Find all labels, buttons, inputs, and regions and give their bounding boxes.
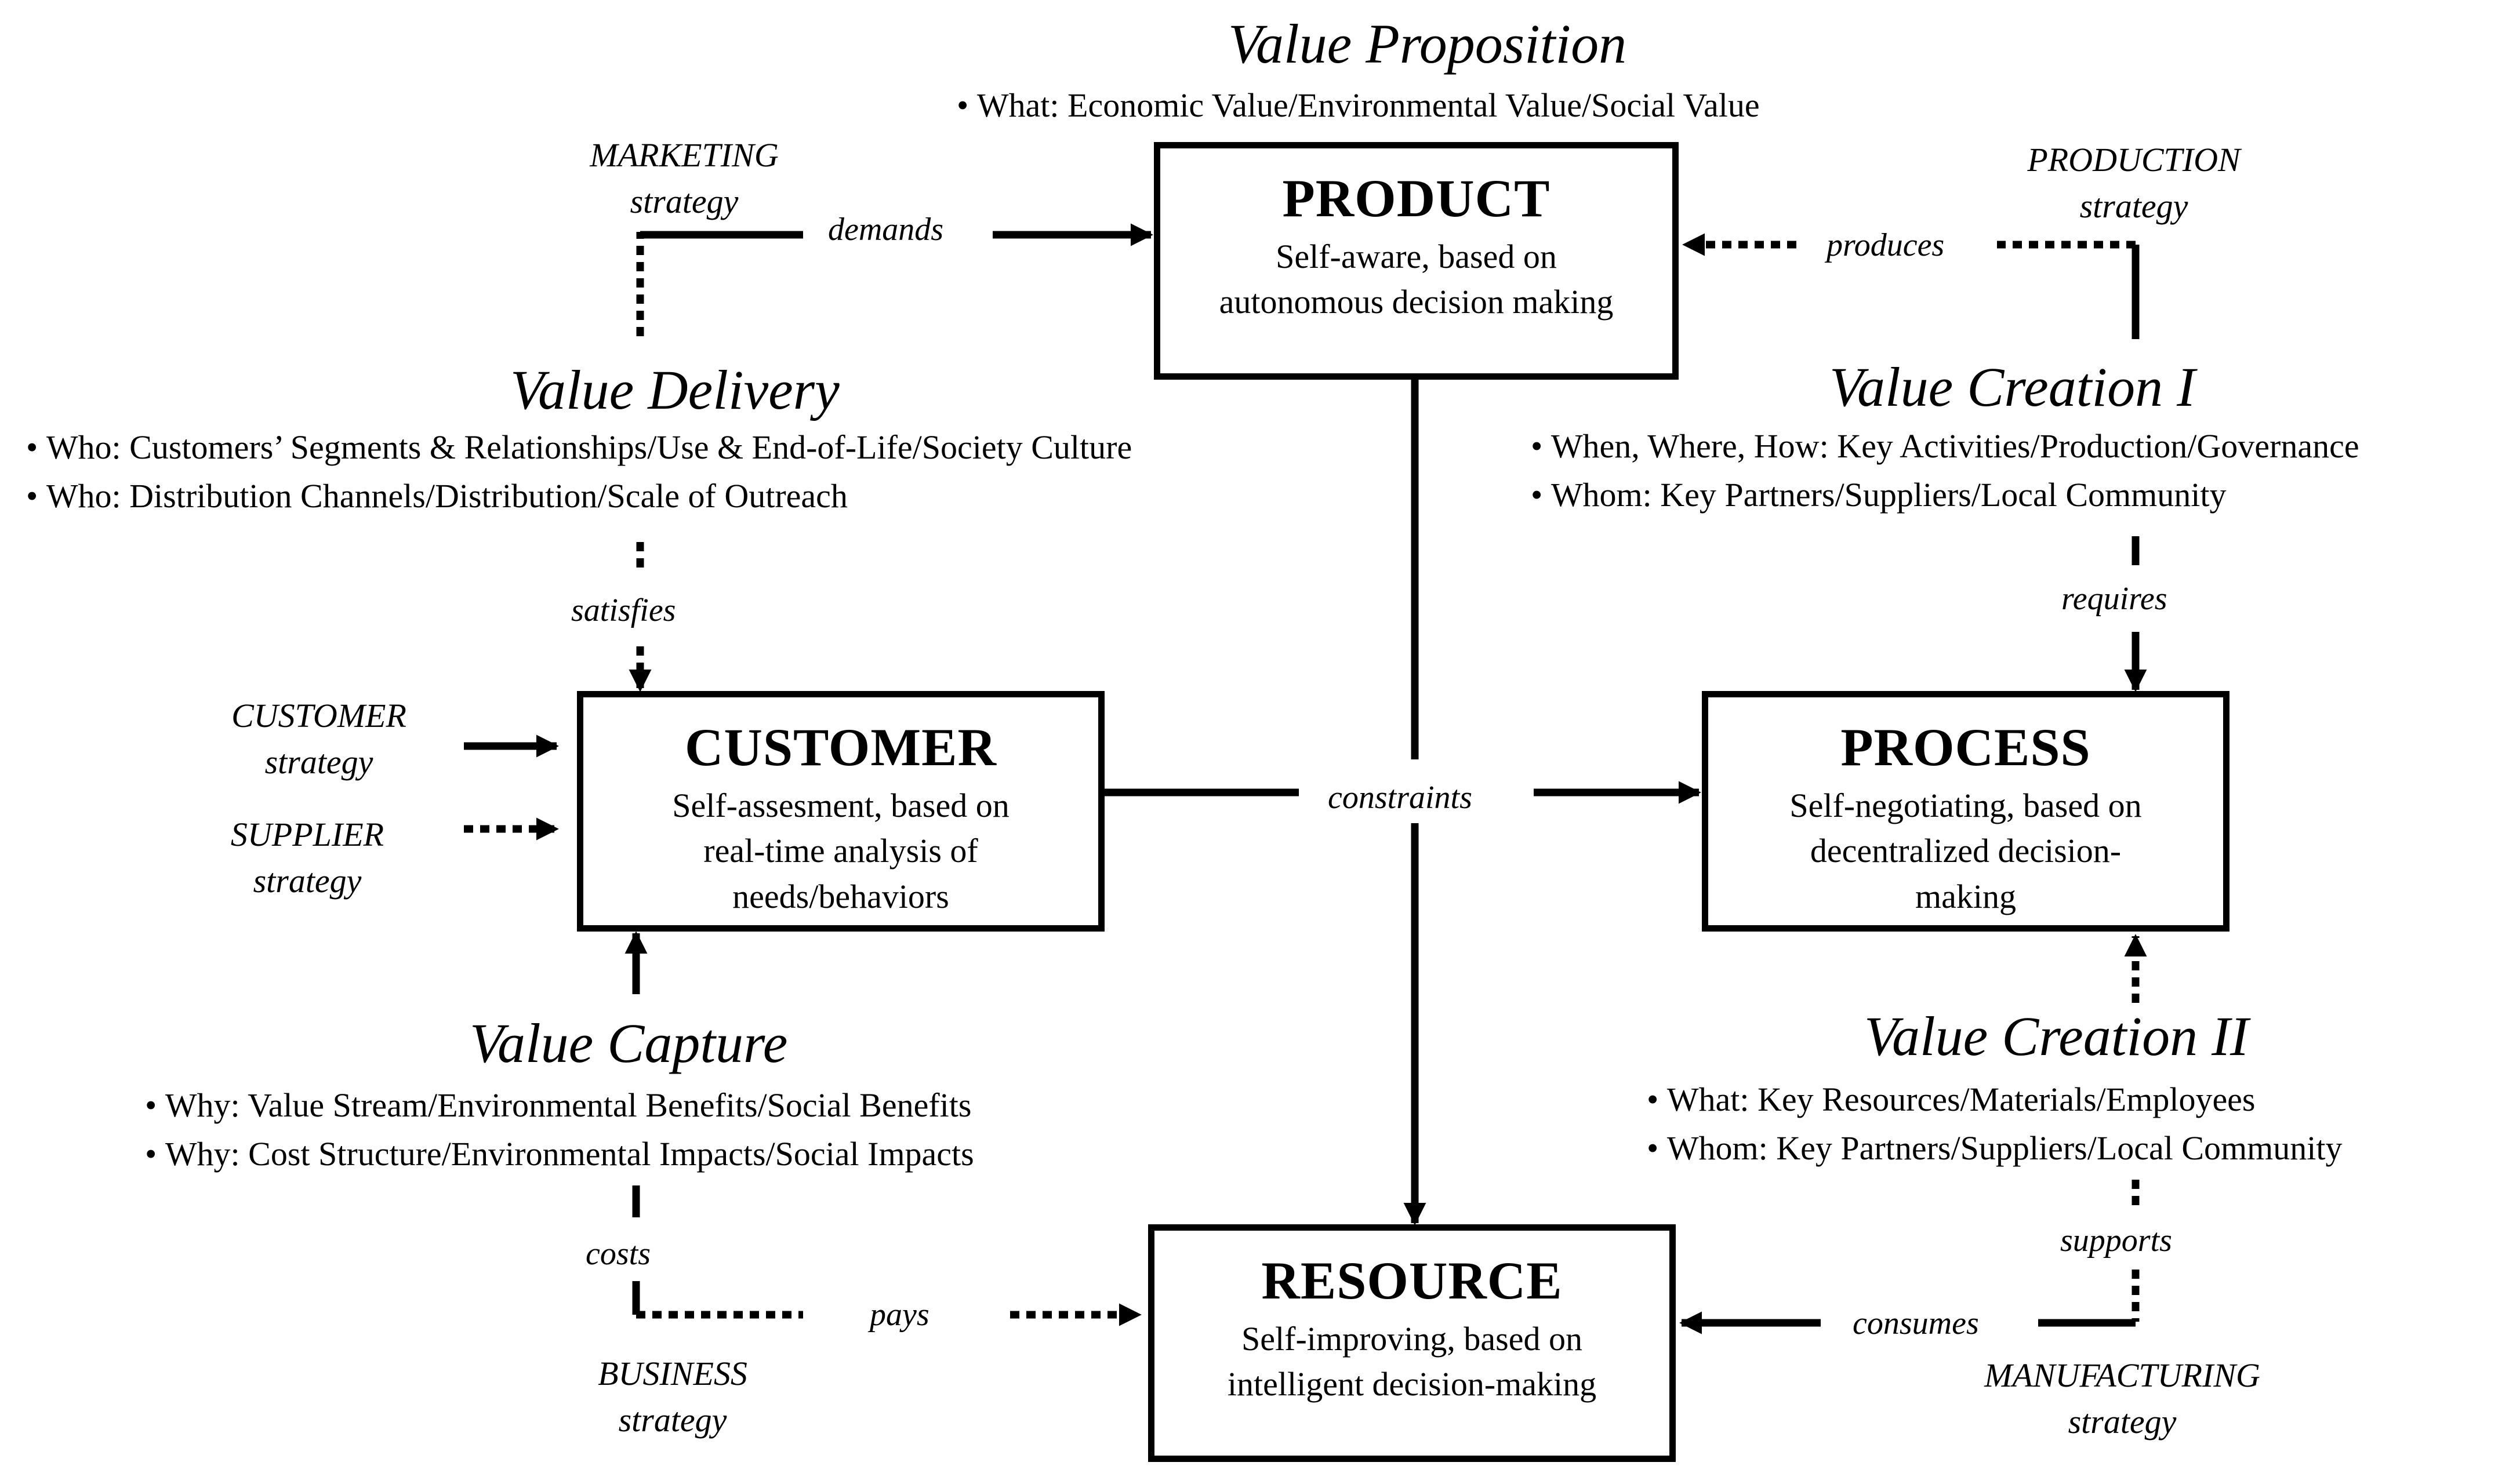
process-title: PROCESS <box>1840 718 2091 777</box>
bullet-item: Who: Customers’ Segments & Relationships… <box>26 423 1132 472</box>
product-box: PRODUCT Self-aware, based on autonomous … <box>1154 142 1679 380</box>
product-desc-line: autonomous decision making <box>1219 283 1614 321</box>
requires-label: requires <box>2056 583 2173 615</box>
costs-label: costs <box>580 1238 656 1270</box>
customer-desc-line: needs/behaviors <box>732 877 949 915</box>
process-desc-line: Self-negotiating, based on <box>1789 787 2142 824</box>
resource-box: RESOURCE Self-improving, based on intell… <box>1148 1224 1676 1462</box>
customer-desc-line: Self-assesment, based on <box>672 787 1010 824</box>
value-creation-1-heading: Value Creation I <box>1829 356 2196 418</box>
product-description: Self-aware, based on autonomous decision… <box>1160 234 1672 325</box>
production-strategy-label: PRODUCTION strategy <box>2000 137 2267 230</box>
bullet-item: Who: Distribution Channels/Distribution/… <box>26 472 1132 521</box>
value-delivery-heading: Value Delivery <box>510 359 840 421</box>
customer-strategy-label: CUSTOMER strategy <box>203 693 435 785</box>
customer-description: Self-assesment, based on real-time analy… <box>583 783 1098 919</box>
satisfies-label: satisfies <box>565 594 682 627</box>
consumes-label: consumes <box>1847 1307 1985 1340</box>
bullet-item: Why: Cost Structure/Environmental Impact… <box>145 1130 974 1179</box>
customer-desc-line: real-time analysis of <box>703 832 978 870</box>
strategy-word: strategy <box>618 1401 727 1439</box>
constraints-label: constraints <box>1322 781 1478 814</box>
customer-title: CUSTOMER <box>685 718 997 777</box>
strategy-name: MARKETING <box>590 136 779 174</box>
bullet-item: Whom: Key Partners/Suppliers/Local Commu… <box>1647 1124 2343 1173</box>
process-desc-line: making <box>1915 877 2016 915</box>
strategy-word: strategy <box>630 183 739 220</box>
bullet-item: When, Where, How: Key Activities/Product… <box>1531 422 2359 471</box>
strategy-name: PRODUCTION <box>2027 141 2241 179</box>
value-capture-bullets: Why: Value Stream/Environmental Benefits… <box>145 1081 974 1179</box>
strategy-word: strategy <box>2068 1403 2177 1441</box>
resource-desc-line: Self-improving, based on <box>1241 1320 1582 1358</box>
strategy-name: CUSTOMER <box>231 697 406 734</box>
resource-desc-line: intelligent decision-making <box>1227 1365 1597 1403</box>
strategy-word: strategy <box>264 743 373 781</box>
pays-label: pays <box>864 1298 935 1331</box>
supplier-strategy-label: SUPPLIER strategy <box>197 812 417 904</box>
value-proposition-bullets: What: Economic Value/Environmental Value… <box>957 81 1760 130</box>
process-desc-line: decentralized decision- <box>1810 832 2122 870</box>
bullet-item: Why: Value Stream/Environmental Benefits… <box>145 1081 974 1130</box>
bullet-item: What: Key Resources/Materials/Employees <box>1647 1075 2343 1124</box>
product-title: PRODUCT <box>1282 169 1551 228</box>
strategy-name: SUPPLIER <box>230 816 384 853</box>
value-proposition-heading: Value Proposition <box>1228 13 1627 75</box>
bullet-item: What: Economic Value/Environmental Value… <box>957 81 1760 130</box>
demands-label: demands <box>822 213 950 246</box>
process-box: PROCESS Self-negotiating, based on decen… <box>1702 691 2229 932</box>
strategy-name: BUSINESS <box>598 1355 747 1392</box>
process-description: Self-negotiating, based on decentralized… <box>1708 783 2223 919</box>
value-capture-heading: Value Capture <box>470 1012 788 1074</box>
manufacturing-strategy-label: MANUFACTURING strategy <box>1948 1352 2296 1445</box>
business-strategy-label: BUSINESS strategy <box>557 1351 789 1443</box>
product-desc-line: Self-aware, based on <box>1276 238 1557 275</box>
produces-label: produces <box>1821 229 1951 261</box>
bullet-item: Whom: Key Partners/Suppliers/Local Commu… <box>1531 471 2359 519</box>
value-delivery-bullets: Who: Customers’ Segments & Relationships… <box>26 423 1132 521</box>
value-creation-1-bullets: When, Where, How: Key Activities/Product… <box>1531 422 2359 519</box>
resource-description: Self-improving, based on intelligent dec… <box>1154 1316 1669 1407</box>
supports-label: supports <box>2054 1224 2178 1257</box>
marketing-strategy-label: MARKETING strategy <box>557 132 812 225</box>
strategy-name: MANUFACTURING <box>1984 1356 2260 1394</box>
value-creation-2-bullets: What: Key Resources/Materials/Employees … <box>1647 1075 2343 1173</box>
customer-box: CUSTOMER Self-assesment, based on real-t… <box>577 691 1105 932</box>
resource-title: RESOURCE <box>1261 1251 1563 1310</box>
strategy-word: strategy <box>253 862 362 900</box>
value-creation-2-heading: Value Creation II <box>1864 1005 2249 1067</box>
strategy-word: strategy <box>2079 187 2188 225</box>
